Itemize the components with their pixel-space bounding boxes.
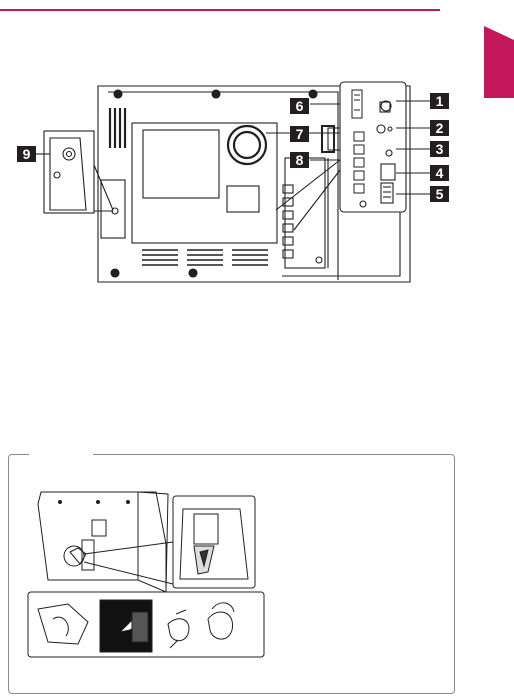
callout-9: 9 [17, 146, 36, 162]
callout-1: 1 [430, 93, 449, 109]
callout-4: 4 [430, 165, 449, 181]
callout-3: 3 [430, 141, 449, 157]
callout-2: 2 [430, 120, 449, 136]
callout-5: 5 [430, 186, 449, 202]
note-box [8, 454, 455, 694]
callout-7: 7 [290, 126, 309, 142]
callout-8: 8 [290, 152, 309, 168]
callout-6: 6 [290, 98, 309, 114]
cable-holder-illustration [8, 454, 455, 694]
